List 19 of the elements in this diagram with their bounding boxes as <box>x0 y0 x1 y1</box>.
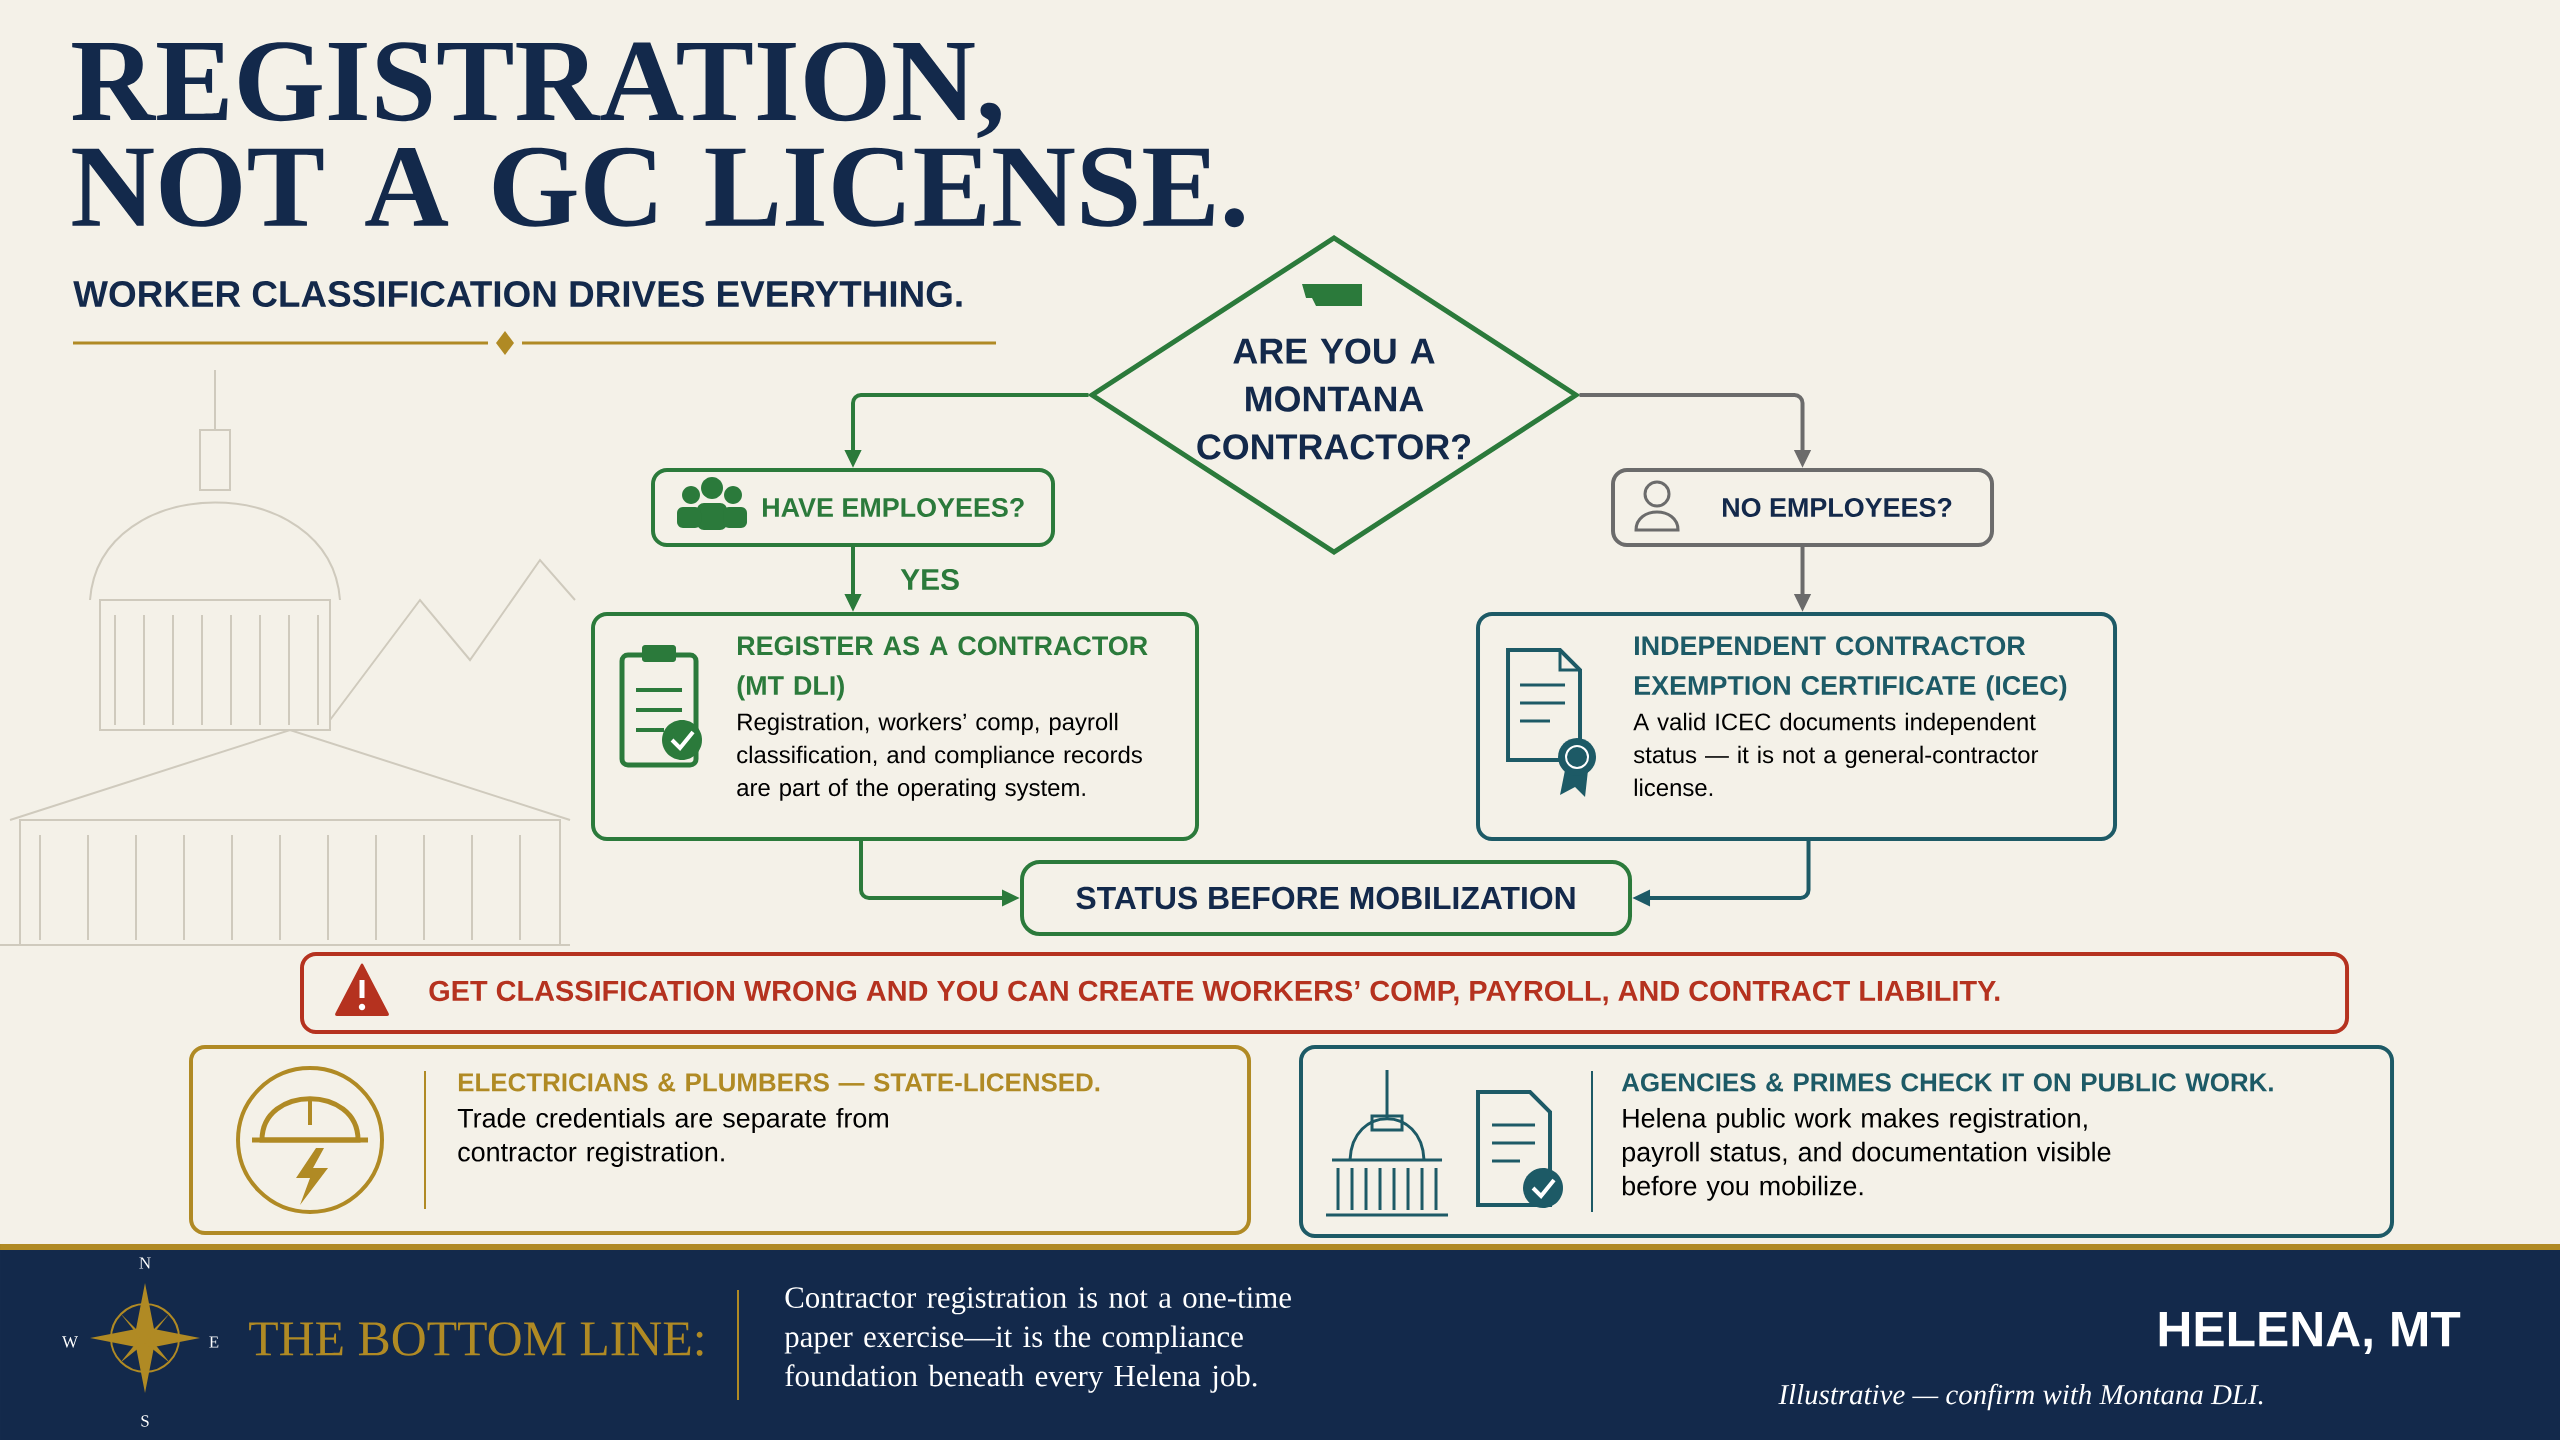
subtitle: WORKER CLASSIFICATION DRIVES EVERYTHING. <box>73 280 962 308</box>
edge-label: YES <box>898 566 962 593</box>
compass-letter: E <box>209 1336 219 1348</box>
question-box: NO EMPLOYEES? <box>1611 468 1994 547</box>
info-panel: AGENCIES & PRIMES CHECK IT ON PUBLIC WORK. Helena public work makes registration, payroll status, and documentation visible before you mobilize. <box>1299 1045 2395 1238</box>
warning-banner: GET CLASSIFICATION WRONG AND YOU CAN CREATE WORKERS’ COMP, PAYROLL, AND CONTRACT LIABILITY. <box>300 952 2350 1034</box>
process-box: REGISTER AS A CONTRACTOR (MT DLI) Registration, workers’ comp, payroll classification, and compliance records are part of the operating system. <box>591 612 1199 841</box>
compass-letter: N <box>139 1257 151 1269</box>
bottom-line-heading: THE BOTTOM LINE: <box>249 1322 703 1356</box>
bottom-line-text: Contractor registration is not a one-time paper exercise—it is the compliance foundation beneath every Helena job. <box>784 1287 1291 1393</box>
disclaimer-note: Illustrative — confirm with Montana DLI. <box>1778 1383 2263 1411</box>
status-box: STATUS BEFORE MOBILIZATION <box>1020 860 1632 936</box>
info-panel: ELECTRICIANS & PLUMBERS — STATE-LICENSED. Trade credentials are separate from contractor registration. <box>189 1045 1251 1235</box>
location-text: HELENA, MT <box>2159 1312 2461 1354</box>
compass-letter: W <box>62 1336 78 1348</box>
title: REGISTRATION, NOT A GC LICENSE. <box>72 42 1244 228</box>
compass-letter: S <box>141 1415 149 1427</box>
question-box: HAVE EMPLOYEES? <box>651 468 1055 547</box>
process-box: INDEPENDENT CONTRACTOR EXEMPTION CERTIFICATE (ICEC) A valid ICEC documents independent status — it is not a general-contractor license. <box>1476 612 2118 841</box>
